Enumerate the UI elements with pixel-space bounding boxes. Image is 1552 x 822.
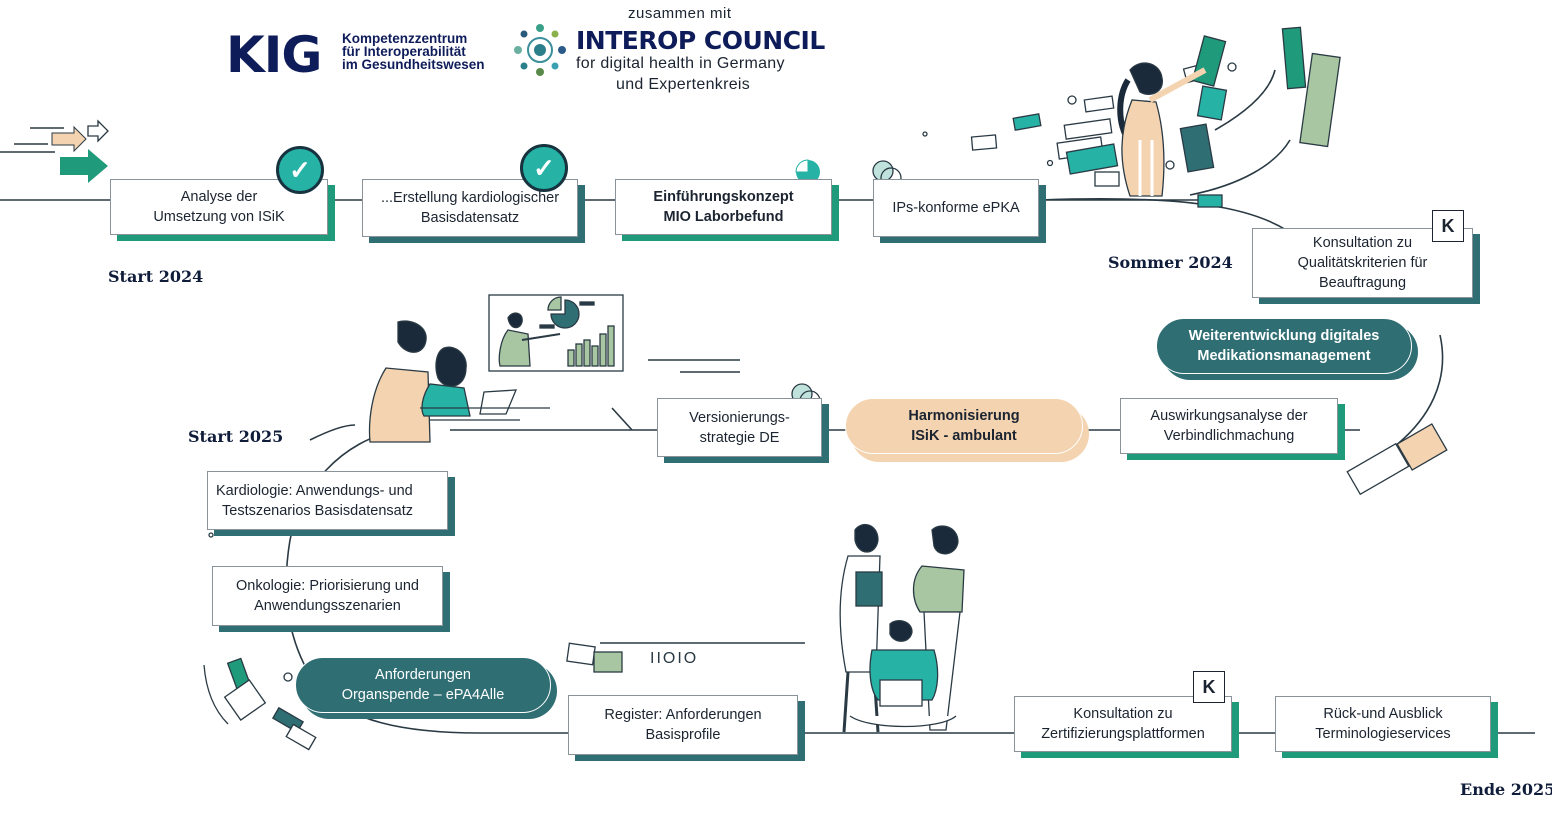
item-ips-epka: IPs-konforme ePKA <box>873 179 1039 237</box>
item-line: Konsultation zu <box>1073 706 1173 722</box>
item-harmonisierung-isik: Harmonisierung ISiK - ambulant <box>845 398 1083 454</box>
item-line: Terminologieservices <box>1315 726 1451 742</box>
item-line: Rück-und Ausblick <box>1323 706 1443 722</box>
interop-council-title: INTEROP COUNCIL <box>576 26 825 55</box>
milestone-sommer-2024: Sommer 2024 <box>1108 253 1233 272</box>
item-line: Zertifizierungsplattformen <box>1041 726 1205 742</box>
item-line: IPs-konforme ePKA <box>892 200 1020 216</box>
item-mio-laborbefund: Einführungskonzept MIO Laborbefund <box>615 179 832 235</box>
item-line: Anforderungen <box>375 667 471 683</box>
flying-papers <box>922 26 1341 208</box>
team-illustration <box>839 523 965 733</box>
bottom-left-papers <box>203 532 623 751</box>
item-line: strategie DE <box>699 429 780 446</box>
item-line: Basisdatensatz <box>420 210 520 226</box>
item-line: Umsetzung von ISiK <box>153 209 285 225</box>
woman-illustration <box>1117 62 1207 197</box>
timeline-line-bottom <box>285 429 1535 734</box>
item-line: Register: Anforderungen <box>604 707 762 723</box>
interop-council-logo-icon <box>514 24 566 76</box>
item-line: Beauftragung <box>1318 275 1407 291</box>
arrow-icons <box>0 119 109 183</box>
kig-logo: KIG <box>226 26 322 84</box>
item-line: Verbindlichmachung <box>1163 428 1295 444</box>
item-line: Anwendungsszenarien <box>254 598 401 614</box>
interop-council-subtitle-2: und Expertenkreis <box>616 76 751 93</box>
item-line: Harmonisierung <box>908 408 1020 424</box>
item-line: Testszenarios Basisdatensatz <box>222 502 414 519</box>
item-line: Einführungskonzept <box>653 189 794 205</box>
item-kardiologie-testszenarios: Kardiologie: Anwendungs- und Testszenari… <box>207 471 448 530</box>
item-line: ISiK - ambulant <box>911 428 1017 444</box>
milestone-start-2024: Start 2024 <box>108 267 204 286</box>
item-line: Organspende – ePA4Alle <box>341 687 505 703</box>
item-line: Onkologie: Priorisierung und <box>236 578 419 594</box>
item-line: Qualitätskriterien für <box>1297 255 1428 271</box>
item-line: MIO Laborbefund <box>663 209 784 225</box>
consultation-k-badge: K <box>1193 671 1225 703</box>
item-line: Konsultation zu <box>1312 235 1413 251</box>
item-auswirkungsanalyse: Auswirkungsanalyse der Verbindlichmachun… <box>1120 398 1338 454</box>
item-line: Analyse der <box>180 189 258 205</box>
item-line: Versionierungs- <box>689 409 790 426</box>
consultation-k-badge: K <box>1432 210 1464 242</box>
item-line: Basisprofile <box>645 727 721 743</box>
together-with-text: zusammen mit <box>628 5 732 22</box>
item-line: Medikationsmanagement <box>1197 348 1371 364</box>
binary-text: IIOIO <box>650 650 698 667</box>
kig-name-line: Kompetenzzentrum <box>342 31 468 46</box>
check-icon: ✓ <box>276 146 324 194</box>
right-papers <box>1346 423 1448 496</box>
item-konsultation-zertifizierung: Konsultation zu Zertifizierungsplattform… <box>1014 696 1232 752</box>
kig-name-line: für Interoperabilität <box>342 44 466 59</box>
item-versionierungsstrategie: Versionierungs- strategie DE <box>657 398 822 457</box>
item-line: Auswirkungsanalyse der <box>1150 408 1308 424</box>
presentation-board-illustration <box>488 294 624 372</box>
check-icon: ✓ <box>520 144 568 192</box>
kig-name-line: im Gesundheitswesen <box>342 57 485 72</box>
kig-name: Kompetenzzentrum für Interoperabilität i… <box>342 31 485 72</box>
item-organspende-epa4alle: Anforderungen Organspende – ePA4Alle <box>295 657 551 713</box>
interop-council-subtitle: for digital health in Germany <box>576 55 785 72</box>
item-konsultation-qualitaet: Konsultation zu Qualitätskriterien für B… <box>1252 228 1473 298</box>
item-line: Kardiologie: Anwendungs- und <box>216 482 413 499</box>
item-onkologie-priorisierung: Onkologie: Priorisierung und Anwendungss… <box>212 566 443 626</box>
people-at-desk-illustration <box>368 320 550 443</box>
item-terminologieservices: Rück-und Ausblick Terminologieservices <box>1275 696 1491 752</box>
item-medikationsmanagement: Weiterentwicklung digitales Medikationsm… <box>1156 318 1412 374</box>
item-line: ...Erstellung kardiologischer <box>380 190 560 206</box>
item-register-basisprofile: Register: Anforderungen Basisprofile <box>568 695 798 755</box>
milestone-start-2025: Start 2025 <box>188 427 284 446</box>
item-line: Weiterentwicklung digitales <box>1188 328 1380 344</box>
milestone-ende-2025: Ende 2025 <box>1460 780 1552 799</box>
